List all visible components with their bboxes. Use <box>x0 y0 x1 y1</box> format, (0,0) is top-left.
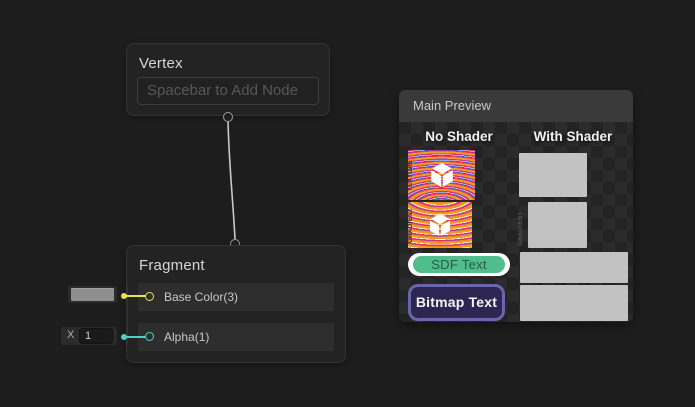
bitmap-text-preview: Bitmap Text <box>408 284 505 321</box>
alpha-wire-dot <box>121 334 127 340</box>
vertex-node-title: Vertex <box>139 55 183 72</box>
main-preview-body: No Shader With Shader TEXTURE GRADIENT <box>399 122 633 322</box>
alpha-value-field[interactable] <box>79 328 113 344</box>
column-header-with-shader: With Shader <box>521 129 625 144</box>
alpha-x-label: X <box>67 329 74 341</box>
slot-base-color[interactable]: Base Color(3) <box>138 283 334 311</box>
edge-vertex-to-fragment <box>228 121 235 239</box>
slot-alpha[interactable]: Alpha(1) <box>138 323 334 351</box>
fragment-node-title: Fragment <box>139 257 205 274</box>
texture-shader-output <box>519 153 587 197</box>
slot-alpha-label: Alpha(1) <box>164 323 209 351</box>
base-color-wire <box>125 295 146 297</box>
column-header-no-shader: No Shader <box>409 129 509 144</box>
vertex-node[interactable]: Vertex Spacebar to Add Node <box>126 43 330 116</box>
unity-logo-icon <box>427 160 457 190</box>
add-node-searchbox[interactable]: Spacebar to Add Node <box>137 77 319 105</box>
unity-logo-icon <box>426 211 454 239</box>
bitmap-shader-output <box>520 285 628 321</box>
gradient-shader-label: GRADIENT <box>518 204 524 246</box>
gradient-preview-label: GRADIENT <box>408 202 414 248</box>
blob-notch-left <box>520 283 534 285</box>
gradient-shader-output <box>528 202 587 248</box>
sdf-text-label: SDF Text <box>413 256 505 273</box>
main-preview-panel[interactable]: Main Preview No Shader With Shader TEXTU… <box>399 90 633 322</box>
alpha-port[interactable] <box>145 332 154 341</box>
sdf-text-preview: SDF Text <box>408 253 510 276</box>
base-color-wire-dot <box>121 293 127 299</box>
blob-notch-right <box>613 283 628 285</box>
texture-preview-label: TEXTURE <box>408 150 414 200</box>
vertex-output-port[interactable] <box>223 112 233 122</box>
base-color-widget <box>68 286 117 303</box>
base-color-port[interactable] <box>145 292 154 301</box>
slot-base-color-label: Base Color(3) <box>164 283 238 311</box>
fragment-node[interactable]: Fragment Base Color(3) Alpha(1) <box>126 245 346 363</box>
main-preview-header[interactable]: Main Preview <box>399 90 633 122</box>
color-swatch[interactable] <box>71 288 114 301</box>
texture-preview-image: TEXTURE <box>408 150 475 200</box>
gradient-preview-image: GRADIENT <box>408 202 472 248</box>
sdf-shader-output <box>520 252 628 283</box>
alpha-wire <box>125 336 146 338</box>
alpha-value-widget: X <box>61 327 117 345</box>
